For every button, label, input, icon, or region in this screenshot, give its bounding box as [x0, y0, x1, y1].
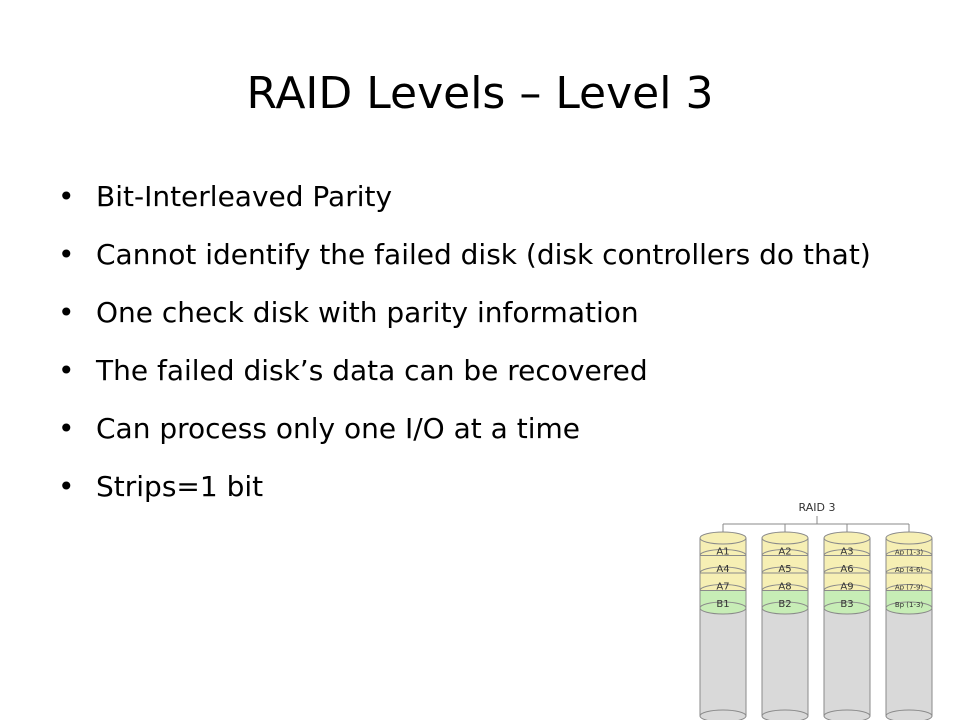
- strip-label: A8: [778, 582, 791, 593]
- strip-edge: [823, 601, 871, 615]
- bullet-list: • Bit-Interleaved Parity • Cannot identi…: [58, 178, 918, 526]
- strip-edge: [885, 601, 933, 615]
- strip-label: A6: [840, 564, 853, 575]
- bullet-item: • Strips=1 bit: [58, 468, 918, 506]
- disk-top-cap: [823, 531, 871, 545]
- strip-label: A1: [716, 547, 729, 558]
- strip-label: B3: [840, 599, 853, 610]
- bullet-icon: •: [58, 354, 75, 387]
- disk-top-cap: [885, 531, 933, 545]
- strip-label: A7: [716, 582, 729, 593]
- strip-edge: [761, 601, 809, 615]
- bullet-text: One check disk with parity information: [96, 296, 639, 329]
- raid-diagram-title: RAID 3: [799, 501, 836, 514]
- bullet-text: The failed disk’s data can be recovered: [96, 354, 648, 387]
- bullet-item: • Can process only one I/O at a time: [58, 410, 918, 448]
- bullet-icon: •: [58, 180, 75, 213]
- strip-label: Ap (7-9): [895, 584, 924, 592]
- bullet-icon: •: [58, 470, 75, 503]
- disk-base: [699, 709, 747, 720]
- bullet-icon: •: [58, 238, 75, 271]
- strip-edge: [699, 601, 747, 615]
- strip-label: A2: [778, 547, 791, 558]
- strip-label: Bp (1-3): [895, 601, 924, 609]
- disk-base: [761, 709, 809, 720]
- bullet-item: • The failed disk’s data can be recovere…: [58, 352, 918, 390]
- bullet-text: Strips=1 bit: [96, 470, 264, 503]
- disk-top-cap: [699, 531, 747, 545]
- disk-top-cap: [761, 531, 809, 545]
- bullet-item: • Bit-Interleaved Parity: [58, 178, 918, 216]
- bullet-text: Bit-Interleaved Parity: [96, 180, 393, 213]
- bullet-icon: •: [58, 412, 75, 445]
- disk-base: [885, 709, 933, 720]
- strip-label: A5: [778, 564, 791, 575]
- bullet-icon: •: [58, 296, 75, 329]
- bullet-item: • One check disk with parity information: [58, 294, 918, 332]
- strip-label: A4: [716, 564, 729, 575]
- bullet-item: • Cannot identify the failed disk (disk …: [58, 236, 876, 274]
- bullet-text: Can process only one I/O at a time: [96, 412, 580, 445]
- strip-label: A9: [840, 582, 853, 593]
- strip-label: B2: [778, 599, 791, 610]
- strip-label: Ap (1-3): [895, 549, 924, 557]
- strip-label: Ap (4-6): [895, 566, 924, 574]
- bullet-text: Cannot identify the failed disk (disk co…: [96, 238, 871, 271]
- disk-4: Ap (1-3) Ap (4-6) Ap (7-9) Bp (1-3): [885, 524, 933, 720]
- strip-label: B1: [716, 599, 729, 610]
- slide-title: RAID Levels – Level 3: [246, 68, 714, 119]
- strip-label: A3: [840, 547, 853, 558]
- disk-base: [823, 709, 871, 720]
